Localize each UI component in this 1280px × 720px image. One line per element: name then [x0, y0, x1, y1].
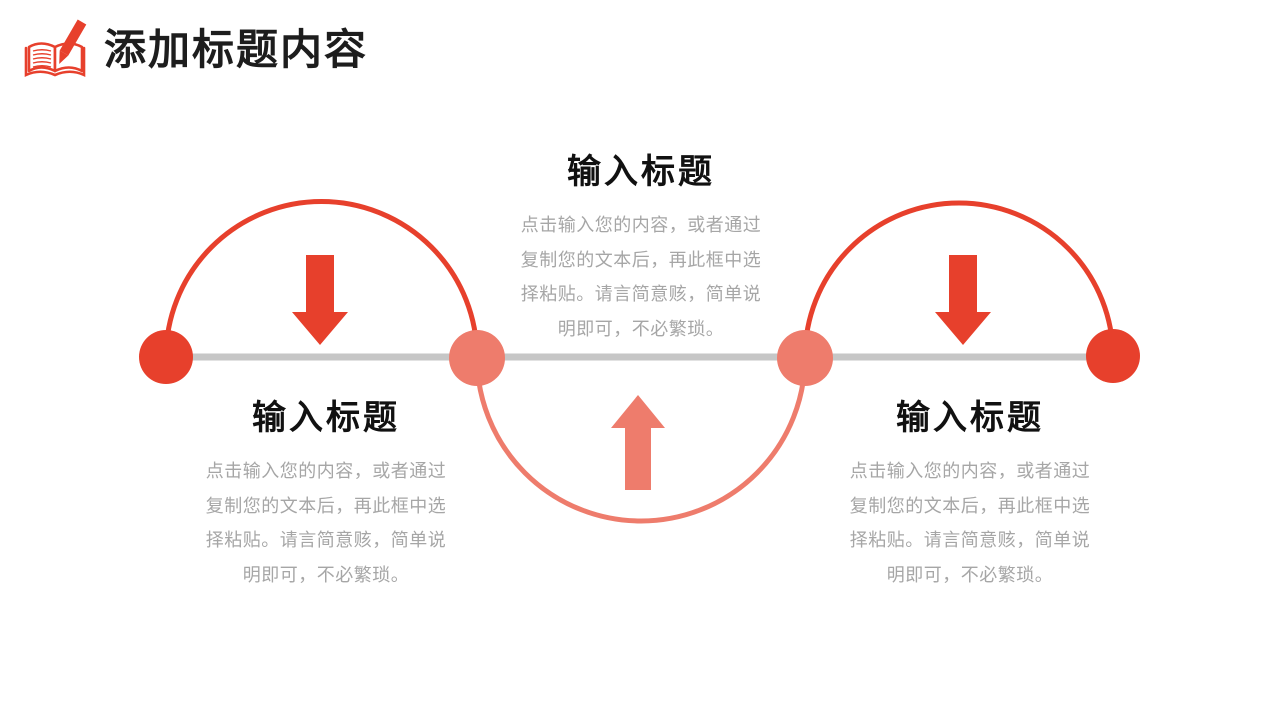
down-arrow-left-icon	[292, 255, 348, 345]
page-text-lines	[32, 49, 52, 68]
up-arrow-middle-icon	[611, 395, 665, 490]
block-body: 点击输入您的内容，或者通过复制您的文本后，再此框中选择粘贴。请言简意赅，简单说明…	[849, 461, 1091, 585]
arc-middle-lower	[474, 356, 808, 524]
block-body: 点击输入您的内容，或者通过复制您的文本后，再此框中选择粘贴。请言简意赅，简单说明…	[205, 461, 447, 585]
block-title: 输入标题	[896, 399, 1044, 437]
arc-left-upper	[163, 199, 480, 358]
block-title: 输入标题	[252, 399, 400, 437]
text-block-top-center: 输入标题 点击输入您的内容，或者通过复制您的文本后，再此框中选择粘贴。请言简意赅…	[491, 150, 791, 346]
page-title: 添加标题内容	[104, 28, 369, 74]
book-cover-outline	[24, 46, 86, 78]
timeline-node-1	[139, 330, 193, 384]
text-block-bottom-left: 输入标题 点击输入您的内容，或者通过复制您的文本后，再此框中选择粘贴。请言简意赅…	[176, 396, 476, 592]
pencil-body	[59, 19, 87, 56]
block-body: 点击输入您的内容，或者通过复制您的文本后，再此框中选择粘贴。请言简意赅，简单说明…	[520, 215, 762, 339]
down-arrow-right-icon	[935, 255, 991, 345]
timeline-node-4	[1086, 329, 1140, 383]
pencil-tip	[59, 50, 69, 64]
timeline-node-2	[449, 330, 505, 386]
arc-right-upper	[802, 200, 1116, 358]
book-pencil-icon	[24, 19, 87, 78]
slide-header: 添加标题内容	[24, 18, 368, 82]
text-block-bottom-right: 输入标题 点击输入您的内容，或者通过复制您的文本后，再此框中选择粘贴。请言简意赅…	[820, 396, 1120, 592]
block-title: 输入标题	[567, 153, 715, 191]
timeline-node-3	[777, 330, 833, 386]
